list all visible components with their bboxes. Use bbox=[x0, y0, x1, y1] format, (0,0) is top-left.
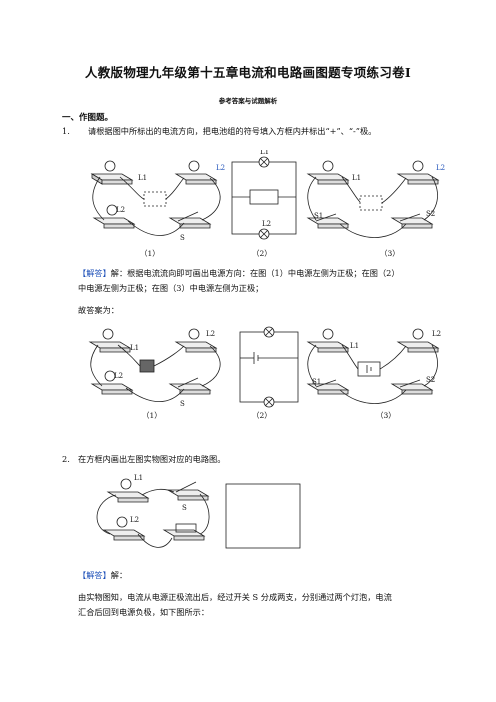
question-2-answer-text: 解： bbox=[110, 570, 128, 580]
fig2-caption: （2） bbox=[252, 249, 272, 258]
answer-fig3-label-S2: S2 bbox=[426, 376, 435, 384]
question-1-answer-tag: 【解答】 bbox=[78, 268, 111, 278]
question-1-answer-line-1: 【解答】解：根据电流流向即可画出电源方向：在图（1）中电源左侧为正极；在图（2） bbox=[78, 266, 400, 281]
question-1-answer-figures: L1 L2 L2 S （1） （2） L1 L2 S1 S2 （3） bbox=[88, 326, 441, 420]
answer-figure-1 bbox=[88, 328, 221, 402]
fig1-label-L1: L1 bbox=[138, 174, 147, 182]
figure-3-circuit bbox=[306, 160, 440, 238]
q2-physical-circuit bbox=[96, 478, 210, 548]
answer-fig1-caption: （1） bbox=[142, 411, 162, 420]
fig1-label-L2-top: L2 bbox=[216, 164, 225, 172]
answer-fig3-label-L2: L2 bbox=[432, 330, 441, 338]
fig3-label-S2: S2 bbox=[426, 210, 435, 218]
fig1-label-S: S bbox=[180, 234, 185, 242]
question-1-answer-text-1: 解：根据电流流向即可画出电源方向：在图（1）中电源左侧为正极；在图（2） bbox=[110, 268, 400, 278]
fig3-caption: （3） bbox=[380, 249, 400, 258]
answer-fig1-label-L2: L2 bbox=[114, 372, 123, 380]
question-2-explanation-line-2: 汇合后回到电源负极，如下图所示： bbox=[78, 607, 210, 617]
answer-fig1-label-L1: L1 bbox=[130, 344, 139, 352]
question-1-text: 请根据图中所标出的电流方向，把电池组的符号填入方框内并标出“+”、“-”极。 bbox=[88, 126, 377, 136]
answer-fig3-caption: （3） bbox=[376, 411, 396, 420]
question-2-answer-tag: 【解答】 bbox=[78, 570, 111, 580]
q2-label-S: S bbox=[182, 504, 187, 512]
question-2-answer: 【解答】解： bbox=[78, 568, 127, 583]
figure-2-circuit bbox=[231, 156, 297, 240]
fig1-caption: （1） bbox=[140, 249, 160, 258]
answer-fig3-label-L1: L1 bbox=[350, 342, 359, 350]
question-1-figures: L1 L2 L2 S （1） L1 L2 （2） L1 L2 S1 S2 （3） bbox=[90, 150, 445, 258]
fig3-label-L1: L1 bbox=[352, 174, 361, 182]
answer-fig1-label-L2-top: L2 bbox=[206, 330, 215, 338]
question-2-number: 2. bbox=[62, 454, 70, 464]
question-2-text: 在方框内画出左图实物图对应的电路图。 bbox=[78, 454, 226, 464]
question-2-figure: L1 L2 S bbox=[96, 474, 301, 549]
answer-fig3-label-S1: S1 bbox=[312, 378, 321, 386]
question-1-answer-line-2: 中电源左侧为正极；在图（3）中电源左侧为正极； bbox=[78, 283, 264, 293]
section-heading: 一、作图题。 bbox=[62, 113, 114, 123]
fig2-label-L1: L1 bbox=[260, 150, 269, 156]
fig3-label-S1: S1 bbox=[314, 212, 323, 220]
fig3-label-L2: L2 bbox=[436, 164, 445, 172]
answer-fig1-label-S: S bbox=[180, 400, 185, 408]
question-1-conclusion: 故答案为： bbox=[78, 305, 119, 315]
question-1-number: 1. bbox=[62, 126, 70, 136]
answer-fig2-caption: （2） bbox=[252, 411, 272, 420]
answer-figure-2 bbox=[239, 326, 299, 408]
question-2-explanation-line-1: 由实物图知，电流从电源正极流出后，经过开关 S 分成两支，分别通过两个灯泡，电流 bbox=[78, 592, 392, 602]
q2-answer-box bbox=[225, 483, 301, 549]
fig1-label-L2: L2 bbox=[116, 206, 125, 214]
fig2-label-L2: L2 bbox=[262, 220, 271, 228]
page-title: 人教版物理九年级第十五章电流和电路画图题专项练习卷Ⅰ bbox=[84, 65, 412, 80]
q2-label-L1: L1 bbox=[134, 474, 143, 482]
page-subtitle: 参考答案与试题解析 bbox=[218, 97, 278, 105]
figure-1-circuit bbox=[90, 160, 221, 236]
q2-label-L2: L2 bbox=[130, 516, 139, 524]
answer-figure-3 bbox=[306, 328, 440, 404]
